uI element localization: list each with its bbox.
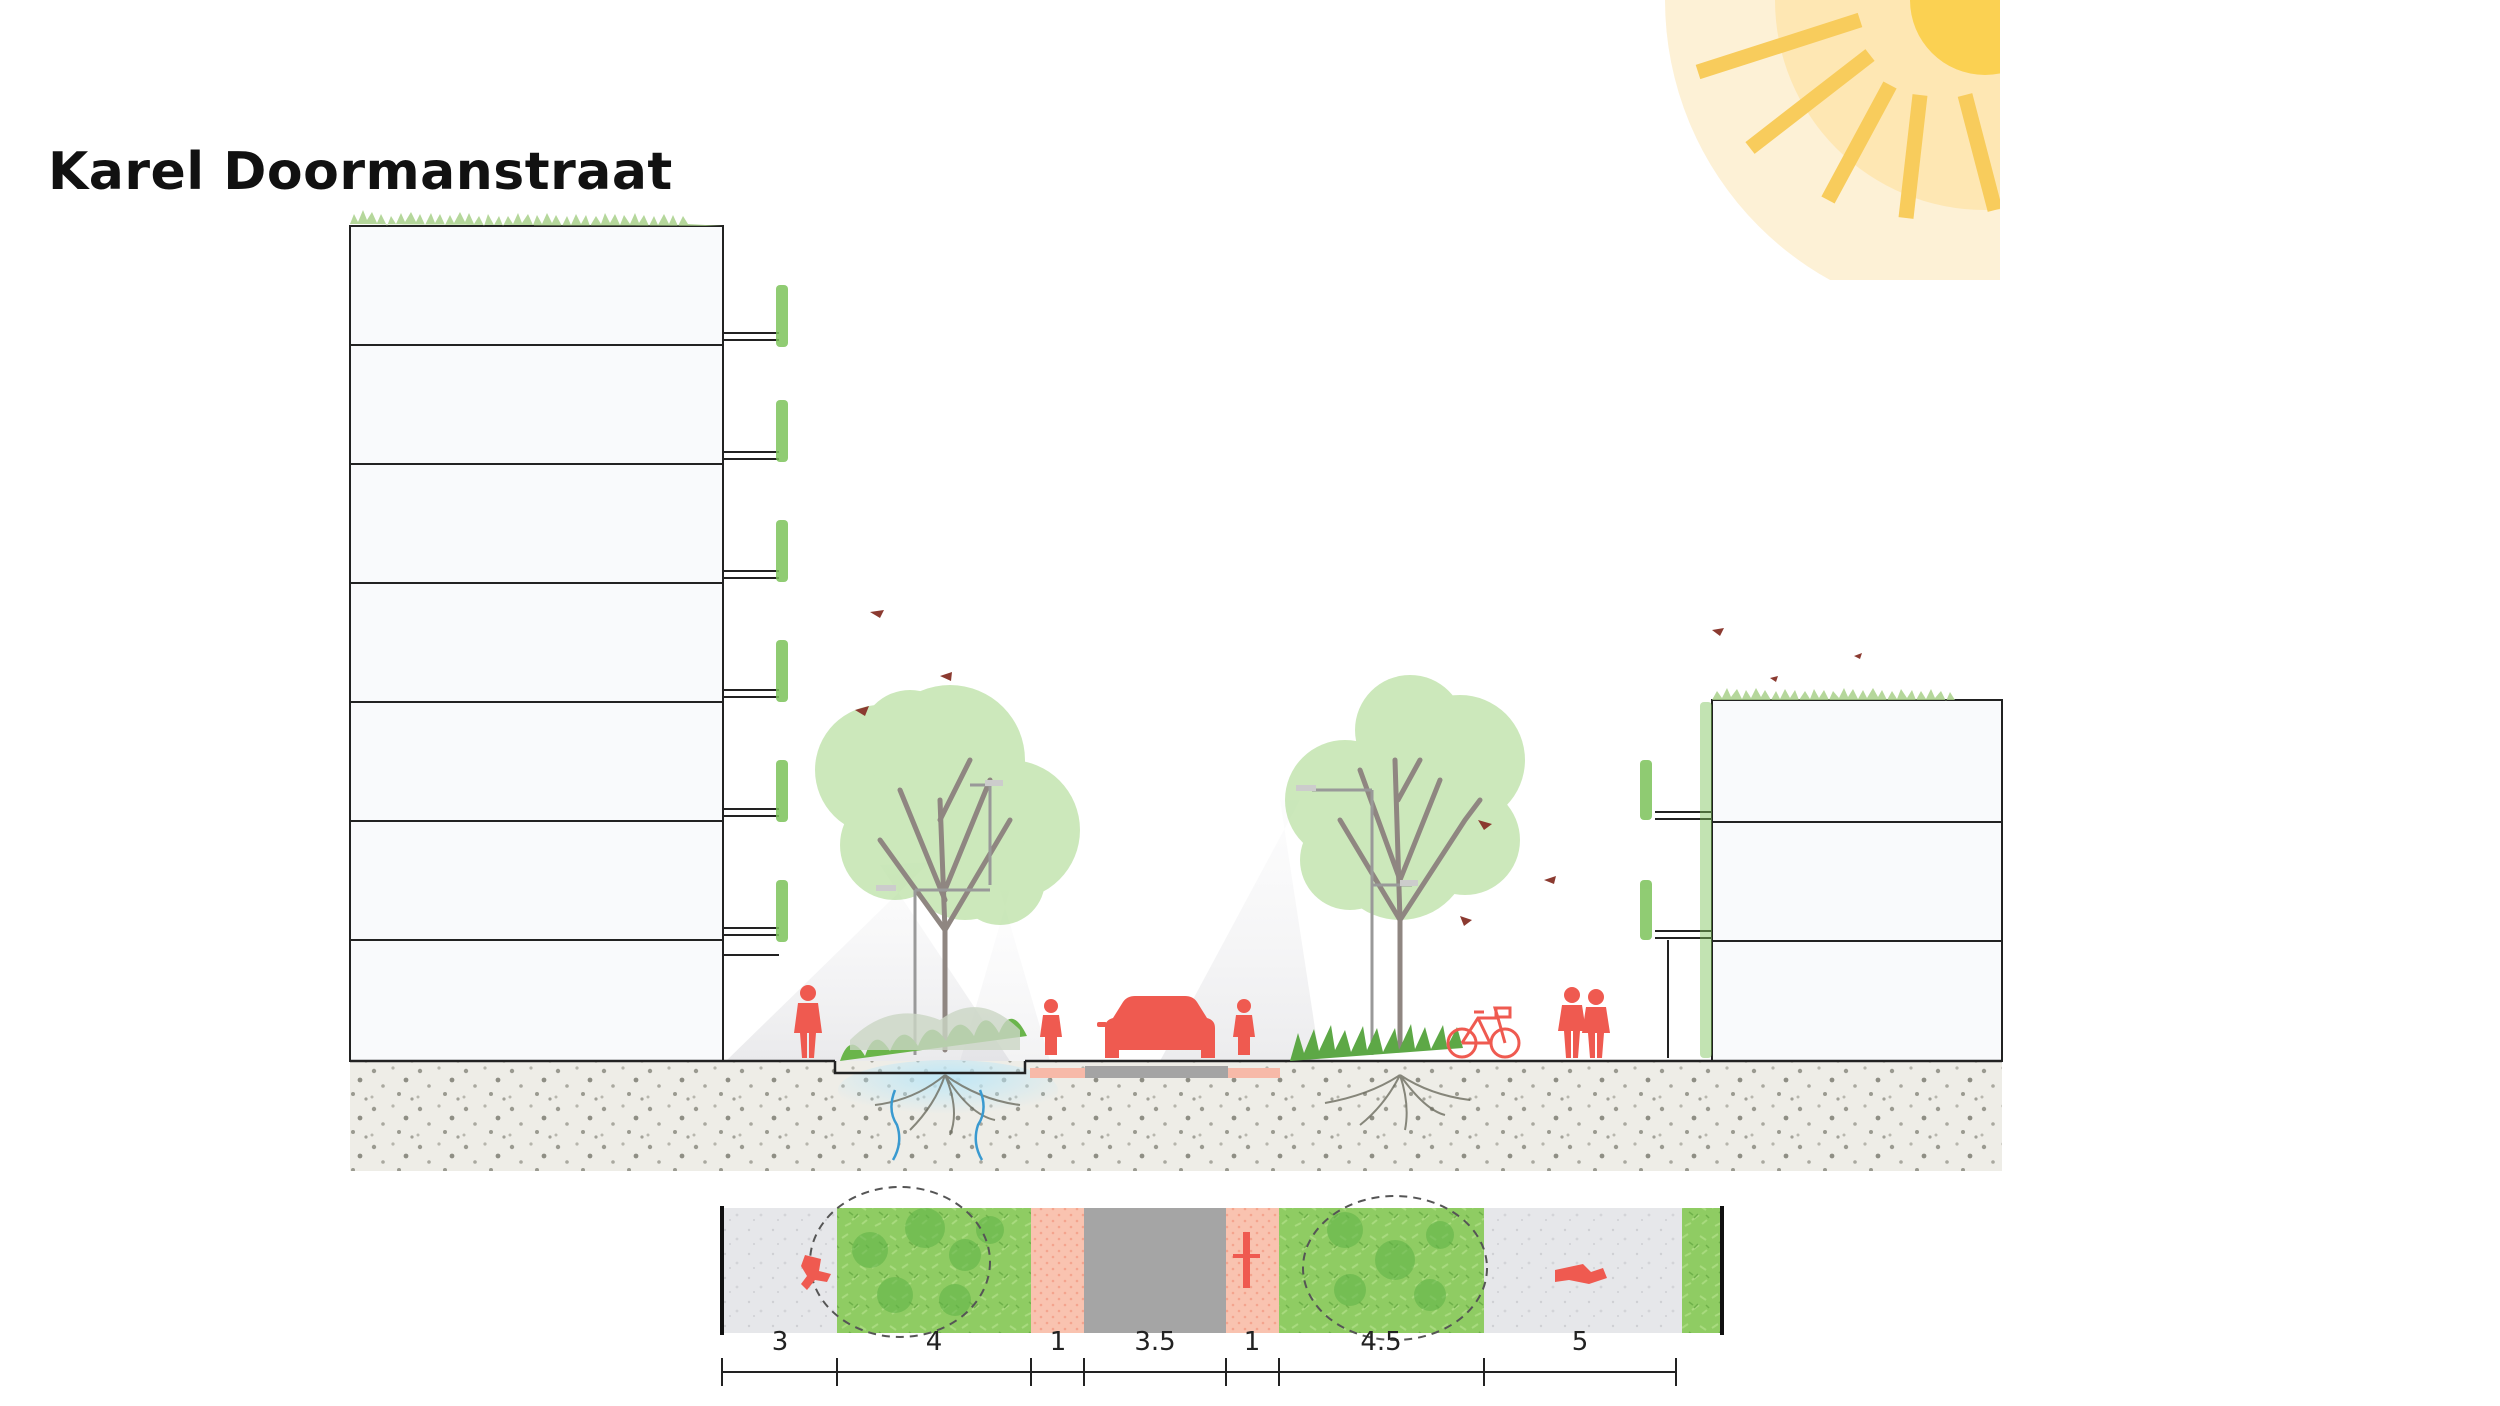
bicycle-icon [1446, 1006, 1521, 1059]
segment-width-label: 1 [1050, 1327, 1067, 1357]
balconies [723, 285, 788, 956]
left-tree [815, 685, 1080, 1061]
pedestrian-group-icon [1558, 987, 1610, 1058]
segment-width-label: 1 [1244, 1327, 1261, 1357]
right-tree [1285, 675, 1525, 1061]
birds [855, 610, 1862, 926]
sun-illustration [1665, 0, 2000, 280]
cyclist-icon [1233, 999, 1255, 1055]
dimension-labels: 3 4 1 3.5 1 4.5 5 [772, 1327, 1589, 1357]
segment-width-label: 4 [926, 1327, 943, 1357]
car-icon [1097, 996, 1215, 1058]
segment-width-label: 3.5 [1134, 1327, 1175, 1357]
segment-width-label: 3 [772, 1327, 789, 1357]
street-users [794, 985, 1610, 1059]
segment-width-label: 4.5 [1360, 1327, 1401, 1357]
cyclist-icon [1040, 999, 1062, 1055]
pedestrian-icon [794, 985, 822, 1058]
left-building [349, 210, 788, 1062]
soil-section [350, 1059, 2002, 1171]
plan-view [720, 1186, 1724, 1341]
segment-width-label: 5 [1572, 1327, 1589, 1357]
right-building [1640, 688, 2003, 1062]
dimension-line [721, 1358, 1677, 1386]
page-title: Karel Doormanstraat [48, 142, 673, 202]
